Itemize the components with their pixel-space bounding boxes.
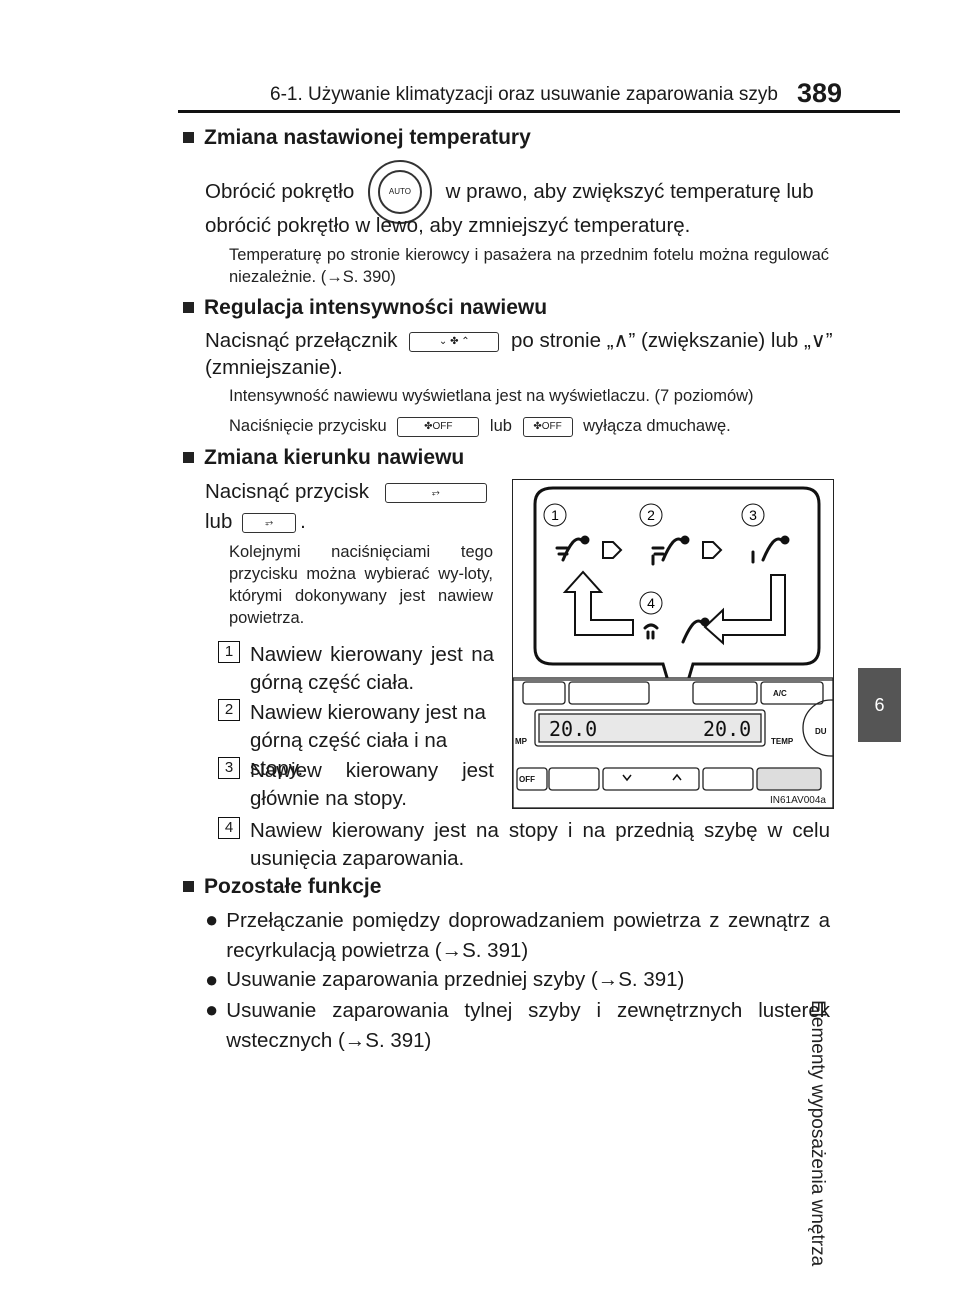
list-item: ●Usuwanie zaparowania przedniej szyby (→… xyxy=(205,967,685,992)
dual-label: DU xyxy=(815,727,827,736)
square-bullet-icon xyxy=(183,452,194,463)
fan-instruction-line1: Nacisnąć przełącznik ⌄ ✤ ⌃ po stronie „∧… xyxy=(205,329,833,352)
square-bullet-icon xyxy=(183,302,194,313)
section-title-temperature: Zmiana nastawionej temperatury xyxy=(183,126,531,150)
section-title-fan-speed: Regulacja intensywności nawiewu xyxy=(183,296,547,320)
control-panel xyxy=(513,677,833,808)
chapter-title: 6-1. Używanie klimatyzacji oraz usuwanie… xyxy=(270,84,778,105)
figure-id: IN61AV004a xyxy=(770,795,826,806)
list-item: ●Przełączanie pomiędzy doprowadzaniem po… xyxy=(205,906,830,966)
square-bullet-icon xyxy=(183,132,194,143)
temp-label-right: TEMP xyxy=(771,737,794,746)
chevron-up-icon xyxy=(672,773,682,781)
callout-3: 3 xyxy=(749,507,757,523)
chevron-down-icon xyxy=(622,774,632,782)
callout-1: 1 xyxy=(551,507,559,523)
square-bullet-icon xyxy=(183,881,194,892)
airflow-face-icon xyxy=(555,535,590,562)
display-temp-right: 20.0 xyxy=(703,717,751,741)
chapter-tab: 6 xyxy=(858,668,901,742)
header-rule xyxy=(178,110,900,113)
airflow-instruction-line1: Nacisnąć przycisk ⥅ xyxy=(205,478,487,506)
round-bullet-icon: ● xyxy=(205,967,219,992)
climate-panel-illustration: 1 2 3 4 xyxy=(513,486,833,808)
temperature-instruction-line1: Obrócić pokrętło AUTO w prawo, aby zwięk… xyxy=(205,160,835,224)
fan-speed-switch-icon: ⌄ ✤ ⌃ xyxy=(409,331,500,352)
round-bullet-icon: ● xyxy=(205,907,219,932)
airflow-feet-icon xyxy=(751,535,790,564)
fan-note1: Intensywność nawiewu wyświetlana jest na… xyxy=(229,387,754,405)
display-temp-left: 20.0 xyxy=(549,717,597,741)
temperature-instruction-line2: obrócić pokrętło w lewo, aby zmniejszyć … xyxy=(205,214,691,237)
section-title-airflow-mode: Zmiana kierunku nawiewu xyxy=(183,446,464,470)
airflow-face-feet-icon xyxy=(651,535,690,566)
airflow-mode-button-icon: ⥅ xyxy=(384,482,487,503)
off-label: OFF xyxy=(519,775,535,784)
airflow-note: Kolejnymi naciśnięciami tego przycisku m… xyxy=(229,543,493,627)
airflow-mode-button-alt-icon: ⥅ xyxy=(242,512,297,533)
temp-label-left: MP xyxy=(515,737,528,746)
callout-4: 4 xyxy=(647,595,655,611)
auto-knob-icon: AUTO xyxy=(367,160,432,224)
fan-instruction-line2: (zmniejszanie). xyxy=(205,356,343,379)
arrow-right-icon xyxy=(602,541,623,559)
climate-panel-figure: 1 2 3 4 xyxy=(512,479,834,809)
fan-off-button-alt-icon: ✤OFF xyxy=(522,416,573,437)
section-title-other-functions: Pozostałe funkcje xyxy=(183,875,381,899)
loop-arrow-left xyxy=(562,570,634,636)
page-number: 389 xyxy=(797,78,843,108)
airflow-defrost-feet-icon xyxy=(643,617,710,644)
temperature-note: Temperaturę po stronie kierowcy i pasaże… xyxy=(229,246,829,286)
arrow-right-icon xyxy=(702,541,723,559)
fan-note2: Naciśnięcie przycisku ✤OFF lub ✤OFF wyłą… xyxy=(229,416,731,437)
round-bullet-icon: ● xyxy=(205,997,219,1022)
loop-arrow-right xyxy=(703,574,786,646)
callout-2: 2 xyxy=(647,507,655,523)
airflow-instruction-line2: lub ⥅. xyxy=(205,510,306,533)
list-item: ●Usuwanie zaparowania tylnej szyby i zew… xyxy=(205,996,830,1056)
fan-off-button-icon: ✤OFF xyxy=(397,416,480,437)
ac-label: A/C xyxy=(773,689,787,698)
